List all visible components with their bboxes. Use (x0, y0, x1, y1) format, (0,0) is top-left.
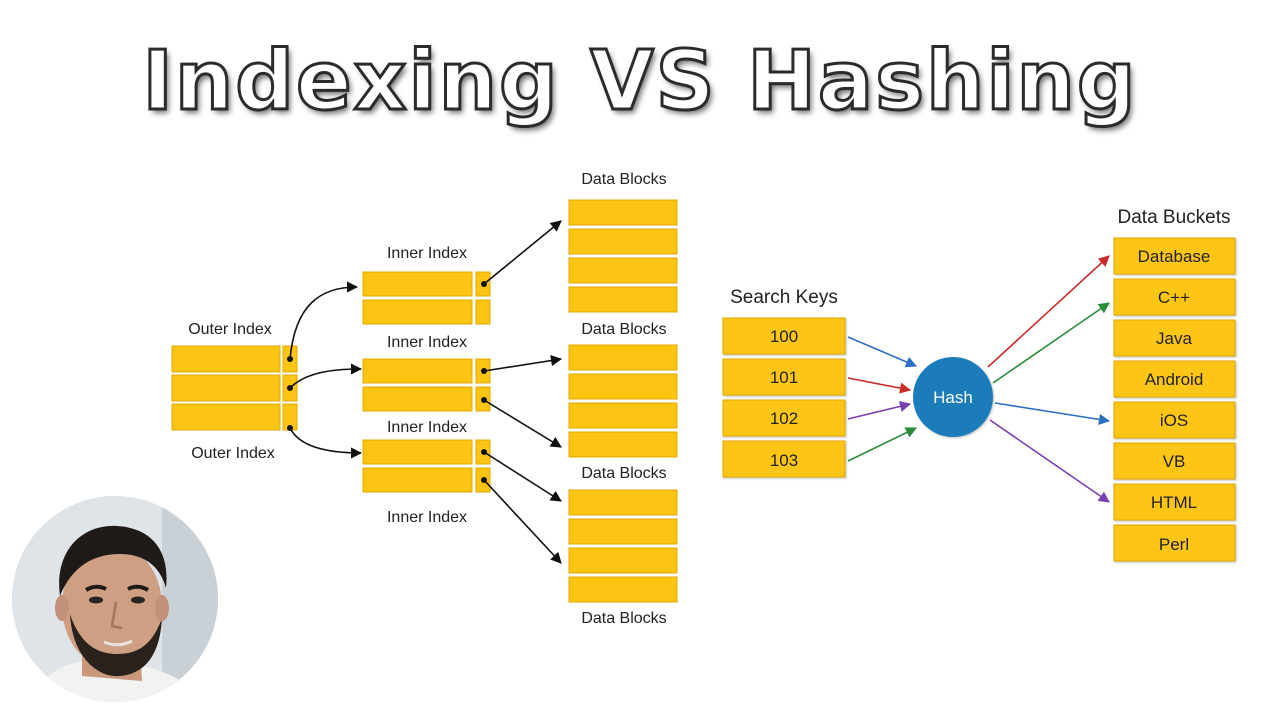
bucket-text: HTML (1151, 493, 1197, 512)
data-block-cell (568, 228, 678, 255)
inner-index-cell (362, 467, 473, 493)
outer-index-cell (171, 403, 281, 431)
bucket-cell (1113, 442, 1236, 480)
hash-to-bucket-arrows (987, 255, 1111, 503)
search-key-cell (722, 317, 846, 355)
inner-index-cell (362, 299, 473, 325)
search-key-cell (722, 358, 846, 396)
key-to-hash-arrow (847, 336, 918, 368)
data-block-cell (568, 402, 678, 429)
inner-to-block-arrow (483, 355, 563, 372)
data-block-table (568, 199, 678, 313)
data-block-cell (568, 199, 678, 226)
outer-index-cell (171, 345, 281, 373)
bucket-text: Android (1145, 370, 1204, 389)
inner-index-label: Inner Index (387, 334, 467, 351)
bucket-text: iOS (1160, 411, 1188, 430)
bucket-text: Database (1138, 247, 1211, 266)
outer-index-label: Outer Index (188, 321, 272, 338)
bucket-cell (1113, 524, 1236, 562)
inner-to-block-arrow (483, 220, 562, 285)
data-block-table (568, 344, 678, 458)
data-blocks-label: Data Blocks (581, 610, 666, 627)
outer-to-inner-arrow (289, 427, 363, 459)
search-keys-label: Search Keys (730, 287, 838, 308)
hash-to-bucket-arrow (992, 302, 1110, 384)
bucket-cell (1113, 237, 1236, 275)
search-key-cell (722, 399, 846, 437)
search-keys-list: 100 101 102 103 (722, 317, 846, 478)
inner-index-table (362, 271, 491, 325)
search-key-cell (722, 440, 846, 478)
outer-index-label: Outer Index (191, 445, 275, 462)
data-block-cell (568, 576, 678, 603)
bucket-text: C++ (1158, 288, 1190, 307)
inner-index-table (362, 358, 491, 412)
inner-to-block-arrow (483, 451, 562, 502)
bucket-cell (1113, 360, 1236, 398)
hash-function-circle (913, 357, 993, 437)
data-block-cell (568, 547, 678, 574)
search-key-text: 101 (770, 368, 798, 387)
indexing-arrows (289, 220, 563, 564)
outer-index-cell (171, 374, 281, 402)
inner-index-pointer-cell (475, 299, 491, 325)
data-block-cell (568, 518, 678, 545)
presenter-photo (12, 496, 218, 702)
data-blocks-label: Data Blocks (581, 321, 666, 338)
bucket-cell (1113, 319, 1236, 357)
outer-to-inner-arrow (289, 281, 359, 360)
data-block-cell (568, 257, 678, 284)
indexing-section: Data Blocks Inner Index Outer Index Data… (171, 171, 678, 627)
data-buckets-label: Data Buckets (1118, 207, 1231, 228)
key-to-hash-arrow (847, 377, 912, 394)
search-key-text: 102 (770, 409, 798, 428)
data-block-table (568, 489, 678, 603)
data-block-cell (568, 344, 678, 371)
bucket-cell (1113, 401, 1236, 439)
search-key-text: 100 (770, 327, 798, 346)
inner-index-cell (362, 358, 473, 384)
hash-to-bucket-arrow (989, 419, 1110, 503)
inner-index-cell (362, 439, 473, 465)
inner-index-cell (362, 271, 473, 297)
inner-index-label: Inner Index (387, 509, 467, 526)
bucket-text: VB (1163, 452, 1186, 471)
bucket-cell (1113, 483, 1236, 521)
key-to-hash-arrow (847, 427, 918, 462)
data-block-cell (568, 489, 678, 516)
inner-index-table (362, 439, 491, 493)
inner-index-cell (362, 386, 473, 412)
data-block-cell (568, 373, 678, 400)
inner-index-label: Inner Index (387, 245, 467, 262)
page-title: Indexing VS Hashing (141, 33, 1138, 131)
key-to-hash-arrows (847, 336, 918, 462)
presenter-avatar (12, 496, 218, 702)
data-block-cell (568, 286, 678, 313)
hash-to-bucket-arrow (987, 255, 1110, 368)
inner-to-block-arrow (483, 399, 562, 448)
inner-index-label: Inner Index (387, 419, 467, 436)
data-block-cell (568, 431, 678, 458)
data-blocks-label: Data Blocks (581, 171, 666, 188)
hash-to-bucket-arrow (994, 402, 1111, 425)
search-key-text: 103 (770, 451, 798, 470)
inner-to-block-arrow (483, 479, 562, 564)
data-blocks-label: Data Blocks (581, 465, 666, 482)
bucket-cell (1113, 278, 1236, 316)
hash-function-label: Hash (933, 388, 973, 407)
key-to-hash-arrow (847, 400, 912, 420)
bucket-text: Java (1156, 329, 1192, 348)
hashing-section: Search Keys Data Buckets 100 101 102 103… (722, 207, 1236, 562)
data-buckets-list: Database C++ Java Android iOS VB HTML Pe… (1113, 237, 1236, 562)
outer-index-table (171, 345, 298, 431)
outer-to-inner-arrow (289, 363, 363, 389)
bucket-text: Perl (1159, 535, 1189, 554)
